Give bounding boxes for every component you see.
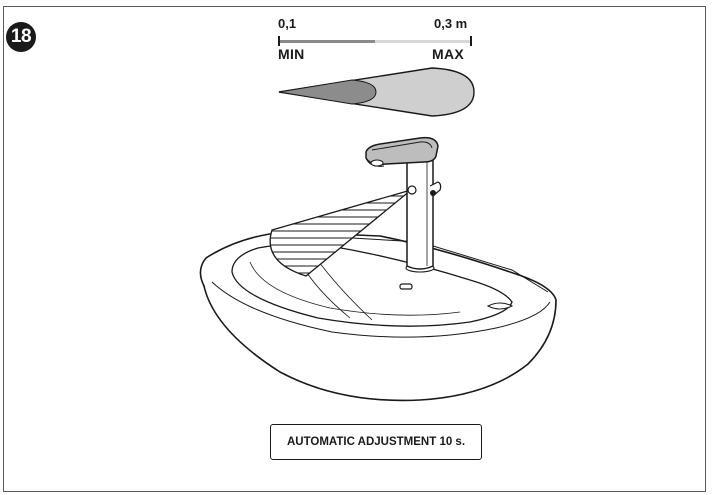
caption-text: AUTOMATIC ADJUSTMENT 10 s. (286, 436, 466, 448)
range-min-value: 0,1 (278, 16, 297, 31)
overflow-slot-icon (399, 283, 413, 290)
range-scale-tick-min (278, 36, 280, 46)
sensor-window-icon (407, 185, 417, 195)
range-max-value: 0,3 m (434, 16, 468, 31)
caption-box: AUTOMATIC ADJUSTMENT 10 s. (270, 424, 482, 460)
range-max-label: MAX (432, 46, 465, 62)
range-scale-bar (278, 36, 472, 46)
range-scale-fill (278, 40, 375, 43)
range-cone-icon (278, 67, 475, 117)
range-min-label: MIN (278, 46, 305, 62)
washbasin-icon (199, 231, 557, 402)
range-scale-track (278, 40, 472, 43)
range-scale-tick-max (470, 36, 472, 46)
step-number-badge: 18 (6, 22, 36, 52)
sensor-faucet-icon (365, 136, 442, 273)
